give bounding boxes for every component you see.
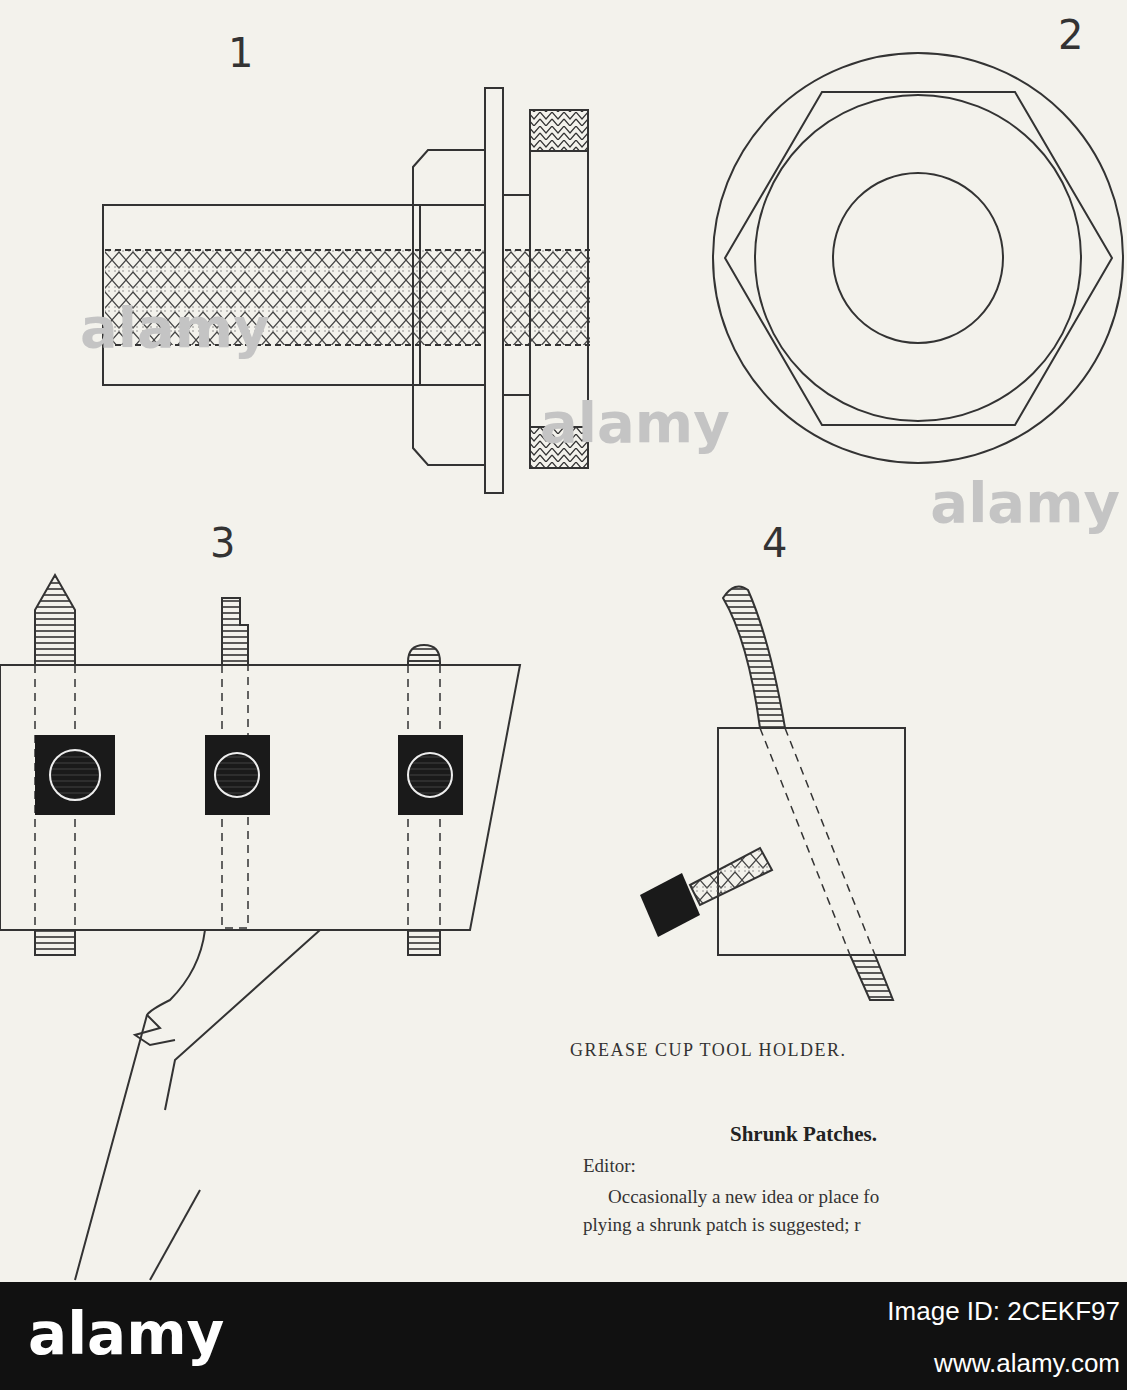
- watermark-url: www.alamy.com: [934, 1348, 1120, 1379]
- watermark: alamy: [540, 390, 730, 455]
- watermark: alamy: [930, 470, 1120, 535]
- figure-number: 1: [228, 30, 253, 76]
- figure-number: 4: [762, 520, 787, 566]
- article-text: Occasionally a new idea or place fo: [608, 1186, 879, 1208]
- article-text: Editor:: [583, 1155, 636, 1177]
- figure-caption: GREASE CUP TOOL HOLDER.: [570, 1040, 847, 1061]
- figure-number: 3: [210, 520, 235, 566]
- watermark: alamy: [80, 295, 270, 360]
- watermark-logo: alamy: [28, 1300, 224, 1368]
- image-id: Image ID: 2CEKF97: [887, 1296, 1120, 1327]
- article-heading: Shrunk Patches.: [730, 1122, 877, 1147]
- figure-number: 2: [1058, 12, 1083, 58]
- article-text: plying a shrunk patch is suggested; r: [583, 1214, 861, 1236]
